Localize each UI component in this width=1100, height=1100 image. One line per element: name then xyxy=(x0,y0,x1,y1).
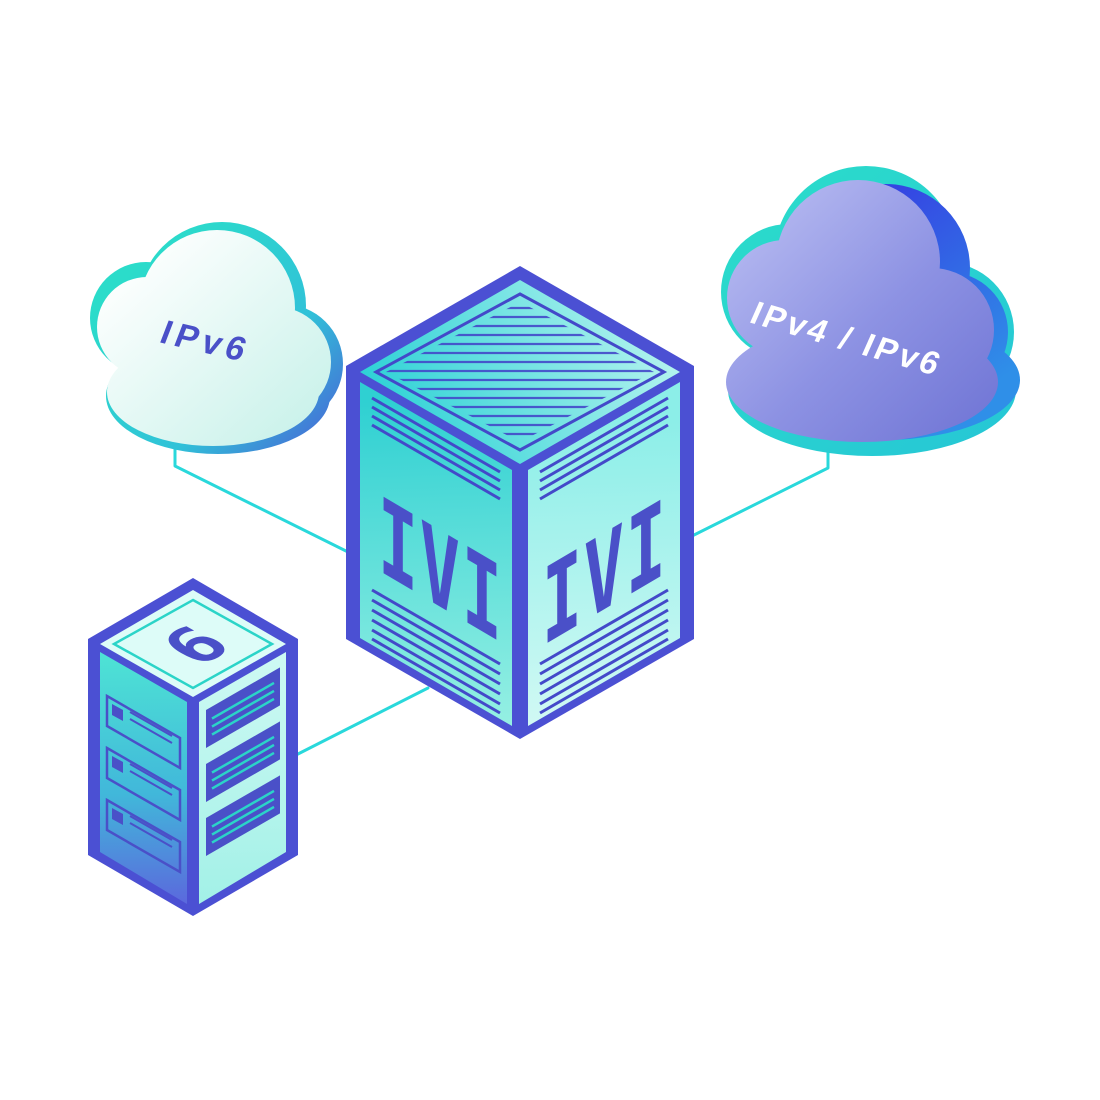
ipv4-ipv6-cloud-body xyxy=(726,180,998,442)
server-panels xyxy=(206,667,280,856)
server-bay xyxy=(105,693,182,771)
cube-left-stripes-top xyxy=(371,396,501,501)
cube-right-stripes-top xyxy=(539,396,669,501)
cube-top-inner-border xyxy=(372,292,668,452)
server-panel xyxy=(206,775,280,856)
cube-left-face xyxy=(360,382,512,726)
server-bay xyxy=(105,797,182,875)
cube-left-stripes-bottom xyxy=(371,588,501,715)
server-top-face xyxy=(100,590,286,697)
cube-right-face xyxy=(528,382,680,726)
ipv6-cloud-body xyxy=(97,230,331,446)
server-bay xyxy=(105,745,182,823)
connector-ipv4-ipv6-cloud xyxy=(688,436,830,539)
server-panel xyxy=(206,721,280,802)
ipv4-ipv6-cloud: IPv4 / IPv6 xyxy=(721,166,1020,456)
server-bays xyxy=(105,693,182,875)
ivi-translator-box: IVI IVI xyxy=(346,266,694,739)
ipv6-server: 6 xyxy=(88,578,298,916)
cube-right-stripes-bottom xyxy=(539,588,669,715)
ipv6-cloud: IPv6 xyxy=(90,222,343,454)
server-top-inner-border xyxy=(111,598,275,690)
server-panel xyxy=(206,667,280,748)
connector-server xyxy=(294,686,430,757)
